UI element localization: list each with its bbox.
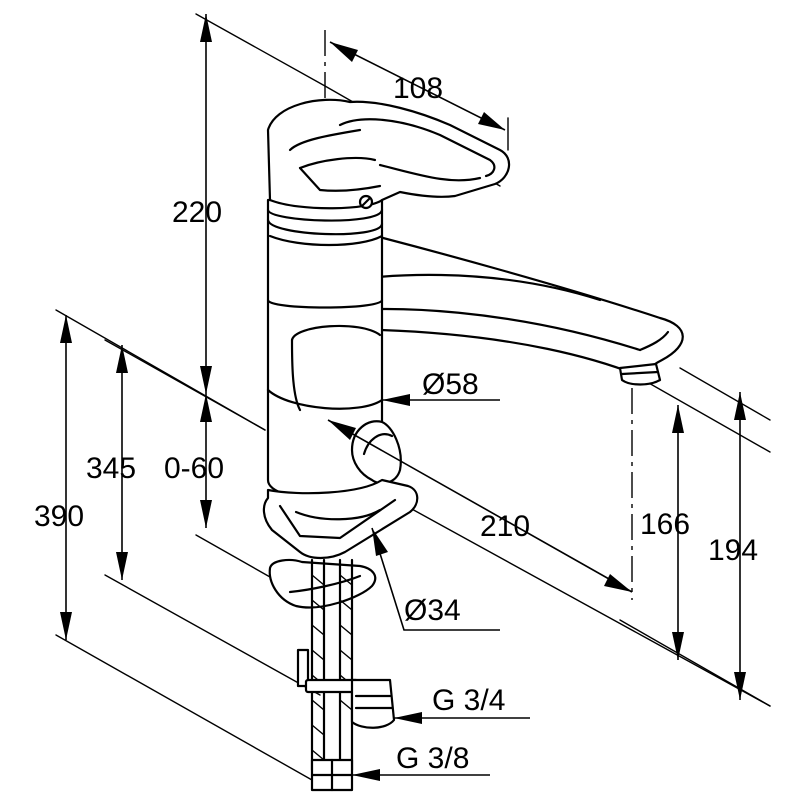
threaded-rod [296, 648, 310, 688]
label-diameter-34: Ø34 [404, 594, 461, 627]
side-knob [350, 420, 402, 485]
lever-handle [266, 98, 511, 210]
label-g38: G 3/8 [396, 742, 469, 775]
label-210: 210 [480, 510, 530, 543]
hose-clip [304, 678, 360, 694]
label-194: 194 [708, 534, 758, 567]
label-390: 390 [34, 500, 84, 533]
faucet-body [262, 98, 684, 792]
dimension-labels: 108 220 Ø58 345 0-60 390 210 166 194 Ø34… [34, 72, 758, 775]
label-166: 166 [640, 508, 690, 541]
label-345: 345 [86, 452, 136, 485]
dimension-arrows [60, 14, 746, 781]
label-0-60: 0-60 [164, 452, 224, 485]
label-220: 220 [172, 196, 222, 229]
fitting-g34 [350, 678, 396, 729]
label-g34: G 3/4 [432, 684, 505, 717]
label-108: 108 [393, 72, 443, 105]
label-diameter-58: Ø58 [422, 368, 479, 401]
aerator [618, 362, 662, 386]
